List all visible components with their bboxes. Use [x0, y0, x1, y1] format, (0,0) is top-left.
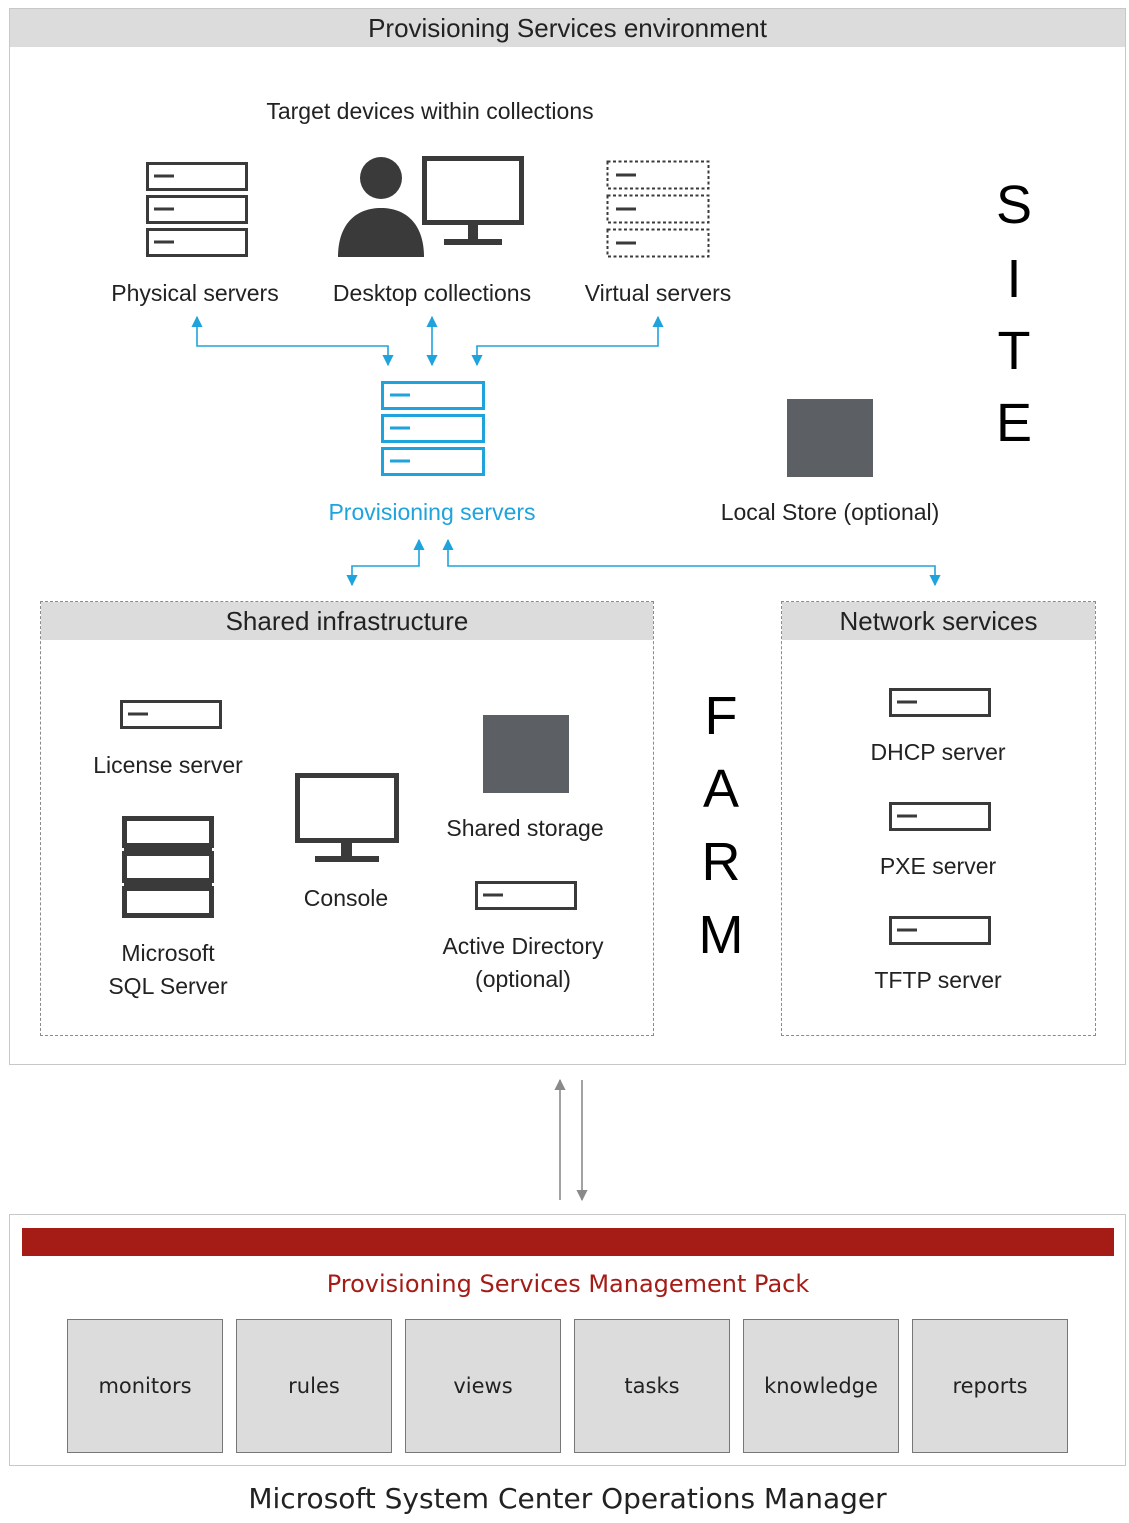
dhcp-server-label: DHCP server [870, 739, 1006, 765]
provisioning-servers-label: Provisioning servers [328, 499, 536, 525]
shared-storage-label: Shared storage [446, 815, 604, 841]
tile-views: views [405, 1319, 561, 1453]
network-services-box [781, 601, 1096, 1036]
network-services-title: Network services [782, 602, 1095, 640]
sql-server-label-line1: Microsoft [121, 940, 215, 966]
site-letter-s: S [995, 175, 1033, 235]
site-letter-e: E [995, 393, 1033, 453]
license-server-label: License server [93, 752, 243, 778]
virtual-servers-label: Virtual servers [584, 280, 732, 306]
physical-servers-label: Physical servers [111, 280, 279, 306]
farm-letter-r: R [701, 832, 741, 892]
license-server-icon [120, 700, 222, 729]
dhcp-server-icon [889, 688, 991, 717]
management-pack-title: Provisioning Services Management Pack [326, 1270, 810, 1298]
shared-infrastructure-title: Shared infrastructure [41, 602, 653, 640]
desktop-collections-label: Desktop collections [332, 280, 532, 306]
tftp-server-label: TFTP server [874, 967, 1002, 993]
local-store-icon [787, 399, 873, 477]
site-letter-i: I [1006, 249, 1022, 309]
sql-server-icon [122, 816, 214, 918]
shared-infrastructure-box [40, 601, 654, 1036]
tile-rules: rules [236, 1319, 392, 1453]
tftp-server-icon [889, 916, 991, 945]
active-directory-label-line1: Active Directory [442, 933, 604, 959]
tile-tasks: tasks [574, 1319, 730, 1453]
physical-servers-icon [146, 162, 248, 257]
tile-reports: reports [912, 1319, 1068, 1453]
virtual-servers-icon [606, 160, 710, 258]
farm-letter-f: F [704, 686, 738, 746]
local-store-label: Local Store (optional) [720, 499, 940, 525]
pxe-server-icon [889, 802, 991, 831]
active-directory-label-line2: (optional) [475, 966, 571, 992]
farm-letter-a: A [702, 759, 740, 819]
pxe-server-label: PXE server [879, 853, 997, 879]
console-label: Console [303, 885, 389, 911]
shared-storage-icon [483, 715, 569, 793]
scom-title: Microsoft System Center Operations Manag… [248, 1482, 887, 1515]
sql-server-label-line2: SQL Server [108, 973, 228, 999]
management-pack-box [9, 1214, 1126, 1466]
tile-knowledge: knowledge [743, 1319, 899, 1453]
desktop-user-icon [338, 156, 524, 257]
tile-monitors: monitors [67, 1319, 223, 1453]
provisioning-servers-icon [381, 381, 485, 476]
management-pack-bar [22, 1228, 1114, 1256]
console-monitor-icon [295, 773, 399, 862]
environment-title: Provisioning Services environment [10, 9, 1125, 47]
active-directory-icon [475, 881, 577, 910]
targets-heading: Target devices within collections [266, 98, 594, 124]
site-letter-t: T [997, 321, 1031, 381]
farm-letter-m: M [698, 905, 744, 965]
